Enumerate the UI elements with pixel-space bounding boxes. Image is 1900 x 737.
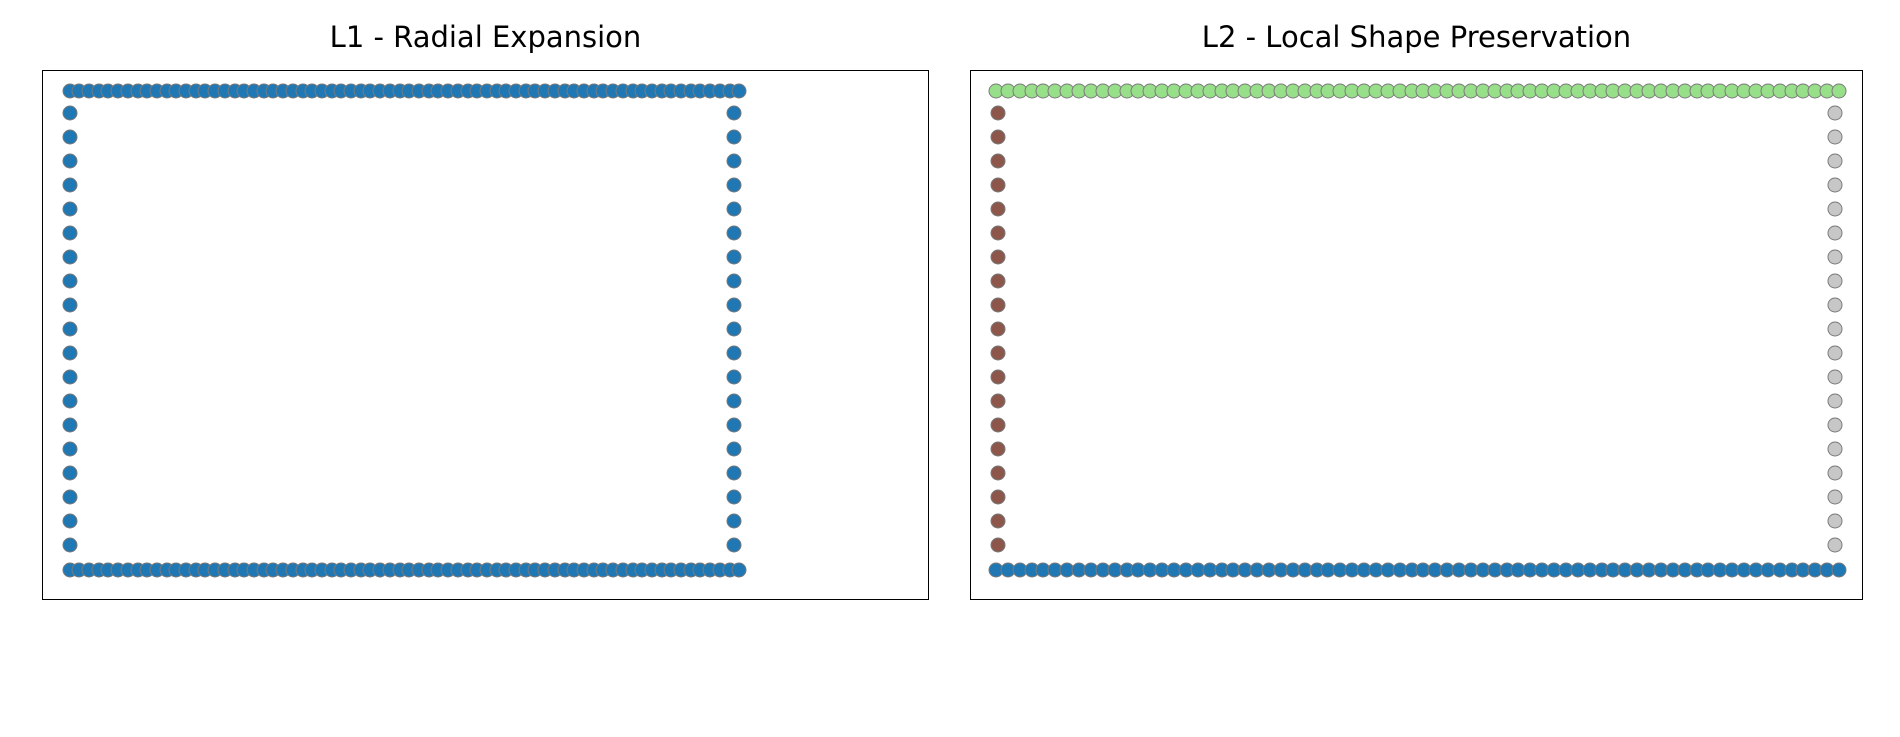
data-point-left — [990, 177, 1006, 193]
panel-l1-scatter — [43, 71, 928, 599]
data-point-left — [990, 105, 1006, 121]
panel-l1-axes — [42, 70, 929, 600]
data-point-left — [62, 393, 78, 409]
data-point-left — [990, 201, 1006, 217]
data-point-right — [1827, 369, 1843, 385]
data-point-right — [1827, 345, 1843, 361]
data-point-right — [1827, 321, 1843, 337]
data-point-left — [62, 441, 78, 457]
data-point-left — [62, 537, 78, 553]
data-point-left — [62, 273, 78, 289]
data-point-left — [990, 489, 1006, 505]
data-point-left — [990, 441, 1006, 457]
data-point-left — [990, 465, 1006, 481]
data-point-right — [726, 105, 742, 121]
data-point-right — [726, 201, 742, 217]
data-point-left — [62, 417, 78, 433]
data-point-left — [62, 369, 78, 385]
data-point-right — [1827, 489, 1843, 505]
data-point-right — [726, 513, 742, 529]
data-point-right — [726, 129, 742, 145]
data-point-right — [1827, 441, 1843, 457]
data-point-left — [62, 321, 78, 337]
data-point-right — [726, 537, 742, 553]
data-point-right — [726, 249, 742, 265]
data-point-left — [62, 225, 78, 241]
data-point-right — [726, 273, 742, 289]
data-point-right — [726, 489, 742, 505]
data-point-left — [990, 369, 1006, 385]
data-point-left — [62, 249, 78, 265]
data-point-right — [1827, 393, 1843, 409]
data-point-bottom — [1831, 562, 1847, 578]
data-point-right — [726, 441, 742, 457]
data-point-top — [1831, 83, 1847, 99]
data-point-left — [990, 345, 1006, 361]
data-point-right — [1827, 249, 1843, 265]
data-point-right — [1827, 513, 1843, 529]
data-point-left — [62, 201, 78, 217]
panel-l2-axes — [970, 70, 1863, 600]
data-point-right — [1827, 273, 1843, 289]
data-point-right — [1827, 129, 1843, 145]
data-point-right — [726, 393, 742, 409]
data-point-left — [990, 297, 1006, 313]
data-point-left — [990, 249, 1006, 265]
data-point-left — [62, 465, 78, 481]
data-point-left — [990, 153, 1006, 169]
data-point-right — [726, 417, 742, 433]
data-point-left — [990, 417, 1006, 433]
data-point-left — [62, 513, 78, 529]
data-point-left — [990, 225, 1006, 241]
data-point-right — [726, 297, 742, 313]
panel-l2-scatter — [971, 71, 1862, 599]
data-point-right — [1827, 177, 1843, 193]
data-point-right — [726, 321, 742, 337]
data-point-right — [726, 369, 742, 385]
panel-l2-title: L2 - Local Shape Preservation — [1201, 20, 1632, 54]
data-point-right — [1827, 225, 1843, 241]
data-point-right — [726, 177, 742, 193]
data-point-right — [726, 465, 742, 481]
data-point-left — [62, 129, 78, 145]
data-point-left — [990, 273, 1006, 289]
data-point-right — [1827, 297, 1843, 313]
data-point-right — [1827, 465, 1843, 481]
data-point-bottom — [731, 562, 747, 578]
data-point-left — [62, 297, 78, 313]
panel-l1-title: L1 - Radial Expansion — [329, 20, 642, 54]
data-point-right — [1827, 201, 1843, 217]
data-point-right — [726, 225, 742, 241]
data-point-right — [1827, 537, 1843, 553]
data-point-left — [990, 513, 1006, 529]
data-point-right — [1827, 105, 1843, 121]
data-point-left — [62, 105, 78, 121]
data-point-left — [62, 177, 78, 193]
data-point-left — [990, 537, 1006, 553]
data-point-right — [1827, 153, 1843, 169]
data-point-left — [990, 321, 1006, 337]
data-point-right — [726, 345, 742, 361]
data-point-right — [726, 153, 742, 169]
data-point-left — [62, 153, 78, 169]
data-point-left — [990, 393, 1006, 409]
data-point-right — [1827, 417, 1843, 433]
data-point-left — [62, 345, 78, 361]
data-point-top — [731, 83, 747, 99]
data-point-left — [990, 129, 1006, 145]
data-point-left — [62, 489, 78, 505]
